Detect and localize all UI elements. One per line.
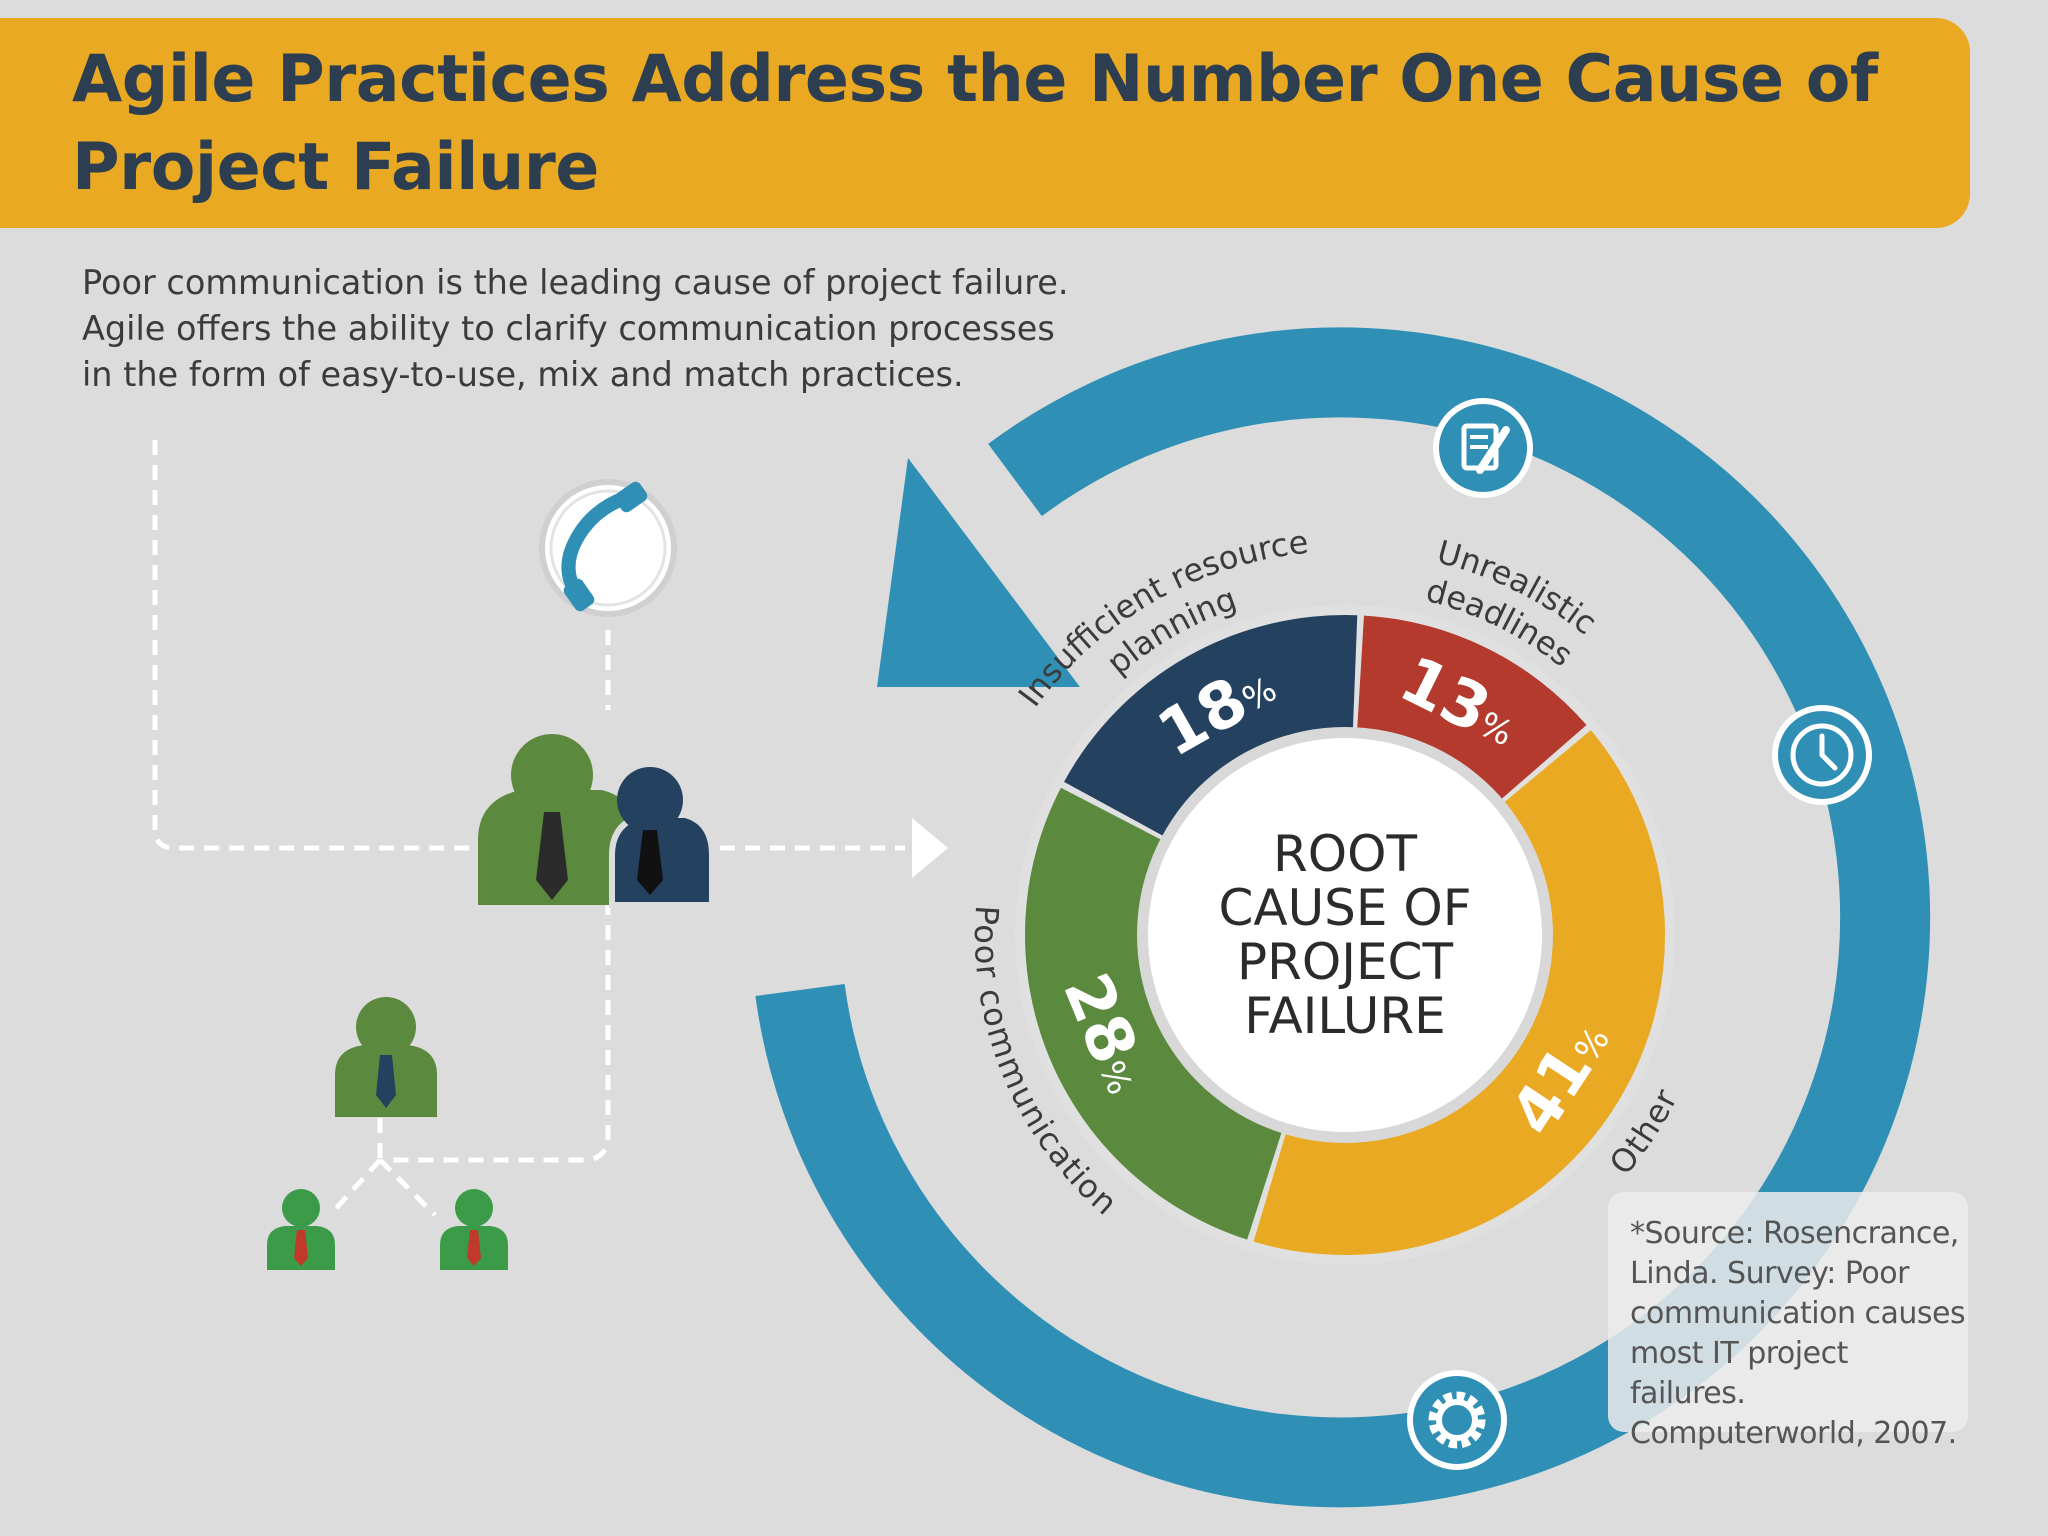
source-citation: *Source: Rosencrance, Linda. Survey: Poo… [1630,1216,1966,1451]
center-label-line: FAILURE [1244,987,1445,1045]
manager-person-icon [478,734,640,905]
connector-arrowhead [912,818,948,878]
dashed-connectors [152,440,905,1217]
team-member-right-icon [440,1189,508,1270]
donut-slice-unrealistic-deadlines [1356,615,1587,806]
clock-icon [1772,705,1872,805]
donut-center [1148,738,1542,1132]
title-banner [0,18,1970,228]
source-box [1608,1192,1968,1432]
team-lead-person-icon [335,997,437,1117]
team-member-left-icon [267,1189,335,1270]
donut-slice-insufficient-resource-planning [1064,614,1358,841]
cycle-arrowhead [877,458,1080,687]
gear-icon [1407,1370,1507,1470]
page-title: Agile Practices Address the Number One C… [72,42,1878,205]
center-label-line: CAUSE OF [1218,879,1471,937]
center-label-line: PROJECT [1237,933,1453,991]
center-label-line: ROOT [1273,825,1417,883]
colleague-person-icon [609,767,715,908]
cycle-arrow-ring [755,327,1931,1508]
phone-icon [539,479,677,617]
donut-slice-other [1253,730,1665,1255]
document-pencil-icon [1433,398,1533,498]
intro-paragraph: Poor communication is the leading cause … [82,263,1069,394]
